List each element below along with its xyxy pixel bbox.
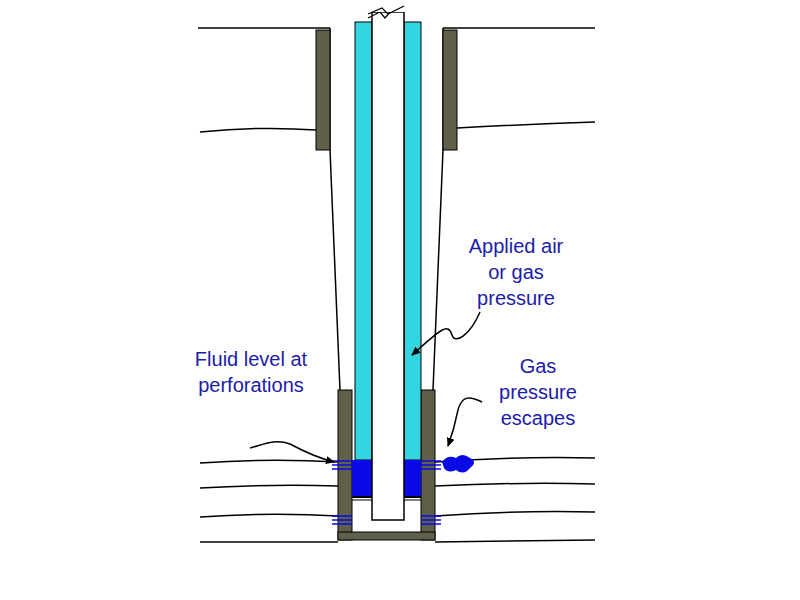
- callout-label: Applied air or gas pressure: [464, 233, 568, 311]
- callout-label: Gas pressure escapes: [486, 353, 590, 431]
- callout-label: Fluid level at perforations: [186, 346, 316, 398]
